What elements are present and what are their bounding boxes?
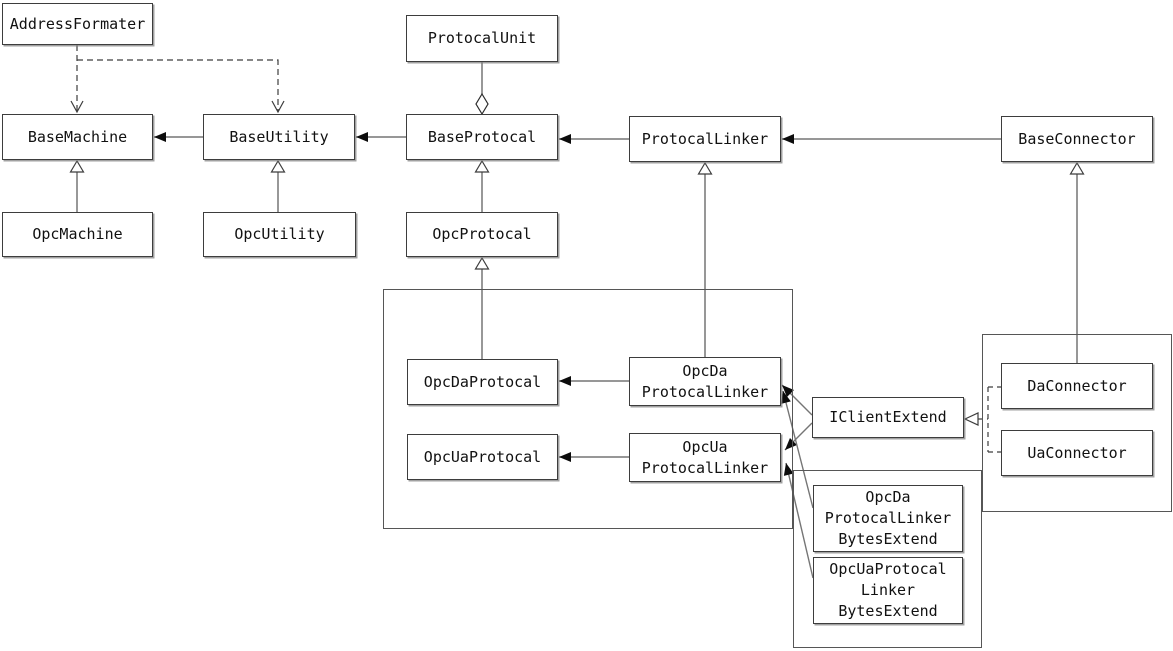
class-node-base-utility: BaseUtility <box>203 114 355 160</box>
class-node-base-protocal: BaseProtocal <box>406 114 558 160</box>
class-node-base-machine: BaseMachine <box>2 114 153 160</box>
class-node-opc-utility: OpcUtility <box>203 212 356 257</box>
class-node-opcda-protocal: OpcDaProtocal <box>407 359 558 405</box>
realization-hollow-triangle-icon <box>963 412 979 426</box>
inheritance-hollow-triangle-icons <box>69 159 1085 270</box>
class-node-protocal-linker: ProtocalLinker <box>629 116 781 162</box>
class-node-opc-machine: OpcMachine <box>2 212 153 257</box>
aggregation-diamond-icon <box>475 92 489 116</box>
dependency-dashed-edges <box>70 45 285 114</box>
class-node-base-connector: BaseConnector <box>1001 116 1153 162</box>
class-node-protocal-unit: ProtocalUnit <box>406 15 558 62</box>
class-node-iclient-extend: IClientExtend <box>812 397 964 438</box>
association-edges <box>154 132 1001 579</box>
class-node-opcua-protocal-linker: OpcUa ProtocalLinker <box>629 433 781 482</box>
inheritance-edges <box>76 172 1078 363</box>
group-box-connectors <box>982 334 1172 512</box>
class-node-opcda-protocal-linker-bytes-extend: OpcDa ProtocalLinker BytesExtend <box>813 485 963 552</box>
realization-dashed-edges <box>978 386 1001 453</box>
class-node-opcua-protocal-linker-bytes-extend: OpcUaProtocal Linker BytesExtend <box>813 557 963 624</box>
class-node-da-connector: DaConnector <box>1001 363 1153 409</box>
aggregation-edge <box>475 62 489 116</box>
class-node-opc-protocal: OpcProtocal <box>406 212 558 257</box>
class-node-ua-connector: UaConnector <box>1001 430 1153 476</box>
class-node-opcua-protocal: OpcUaProtocal <box>407 434 558 480</box>
class-node-opcda-protocal-linker: OpcDa ProtocalLinker <box>629 357 781 406</box>
group-box-bytes-extend <box>793 470 982 648</box>
group-box-opc-protocal-family <box>383 289 793 529</box>
class-node-address-formater: AddressFormater <box>2 3 153 45</box>
